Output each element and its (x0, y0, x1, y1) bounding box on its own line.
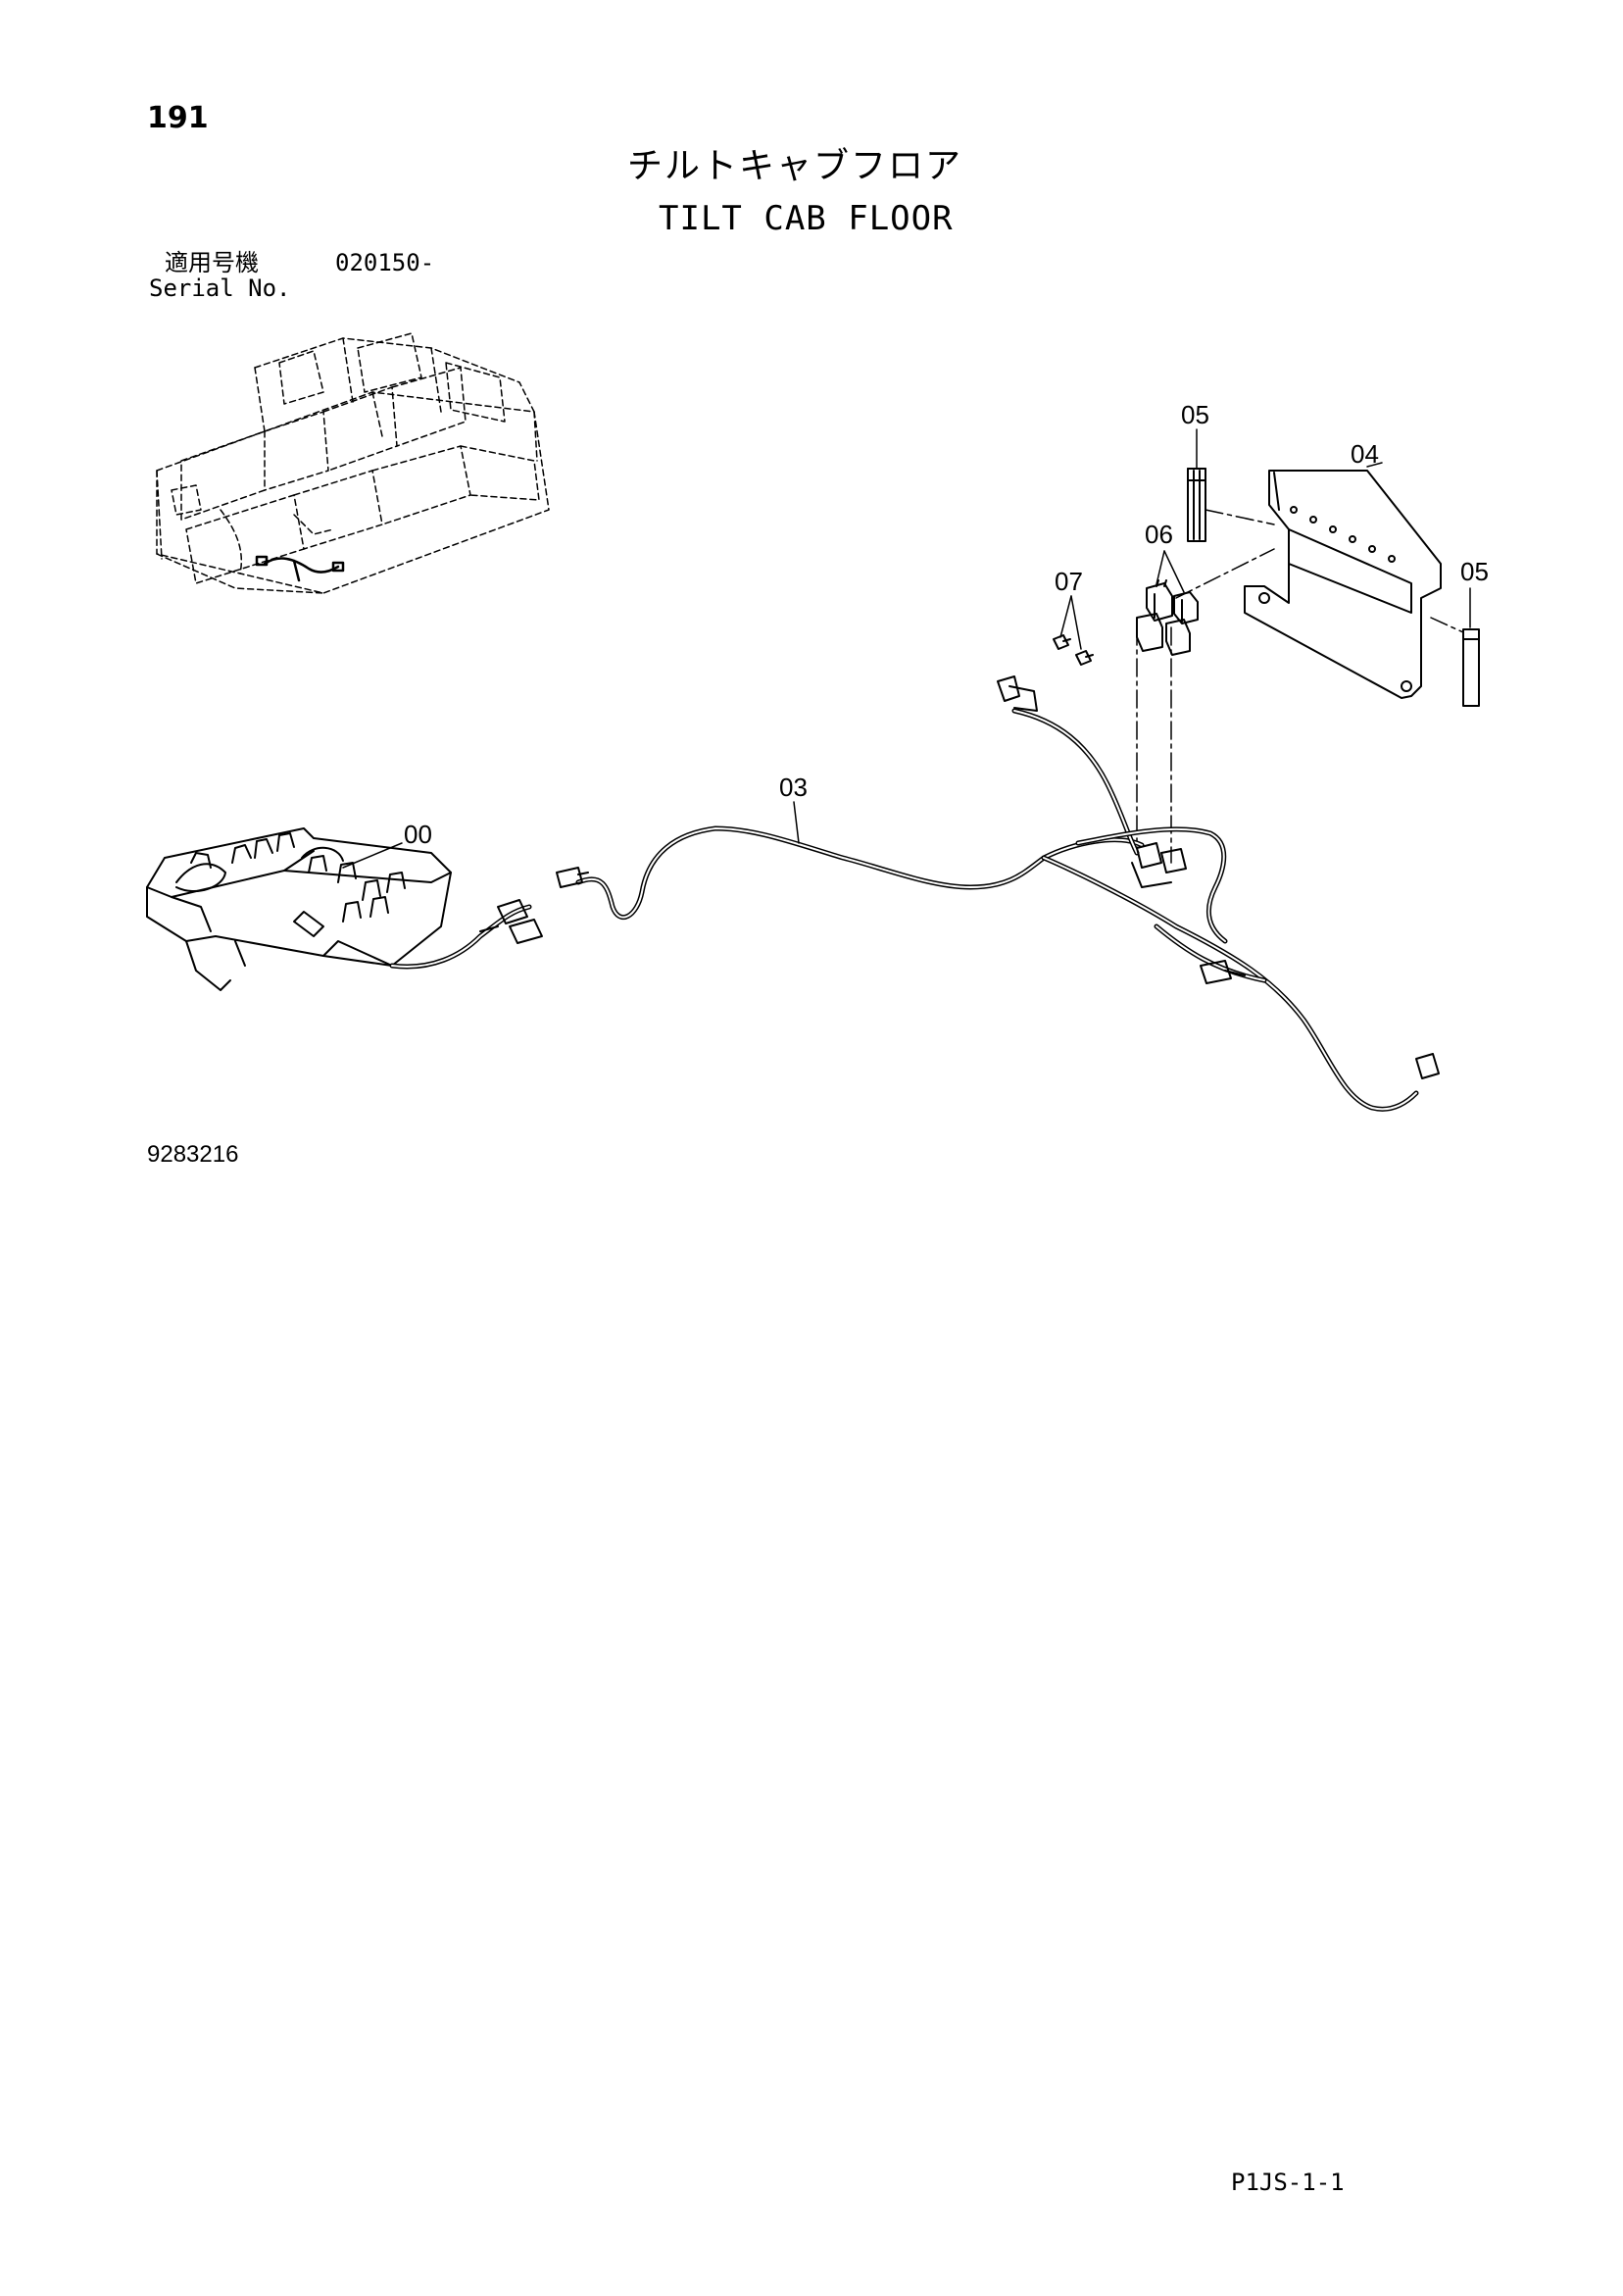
page-title-english: TILT CAB FLOOR (659, 199, 954, 238)
callout-06-relay: 06 (1145, 520, 1173, 549)
serial-number: 020150- (335, 249, 435, 276)
page-number: 191 (147, 101, 209, 135)
bracket-plate (1244, 470, 1442, 699)
callout-04-bracket: 04 (1351, 439, 1379, 469)
callout-07-screw: 07 (1055, 567, 1083, 596)
callout-05-spacer-right: 05 (1460, 557, 1489, 586)
machine-overview-thumbnail (156, 332, 550, 594)
relay-middle (1173, 591, 1199, 624)
page-title-japanese: チルトキャブフロア (627, 146, 963, 186)
page-code: P1JS-1-1 (1231, 2169, 1345, 2196)
thumbnail-harness-highlight (255, 555, 345, 582)
serial-label-japanese: 適用号機 (165, 249, 259, 276)
callout-00-panel: 00 (404, 820, 432, 849)
relay-lower (1136, 613, 1191, 656)
drawing-number: 9283216 (147, 1141, 239, 1168)
callout-03-harness: 03 (779, 773, 808, 802)
spacer-right (1462, 628, 1480, 707)
alignment-lines (1136, 509, 1464, 864)
spacer-left (1187, 468, 1206, 542)
control-panel (146, 827, 452, 991)
screws (1053, 634, 1094, 666)
leader-lines (342, 428, 1471, 869)
harness-connectors (479, 675, 1440, 1079)
wiring-harness (389, 708, 1419, 1112)
serial-label-english: Serial No. (149, 275, 291, 302)
callout-05-spacer-left: 05 (1181, 400, 1209, 429)
